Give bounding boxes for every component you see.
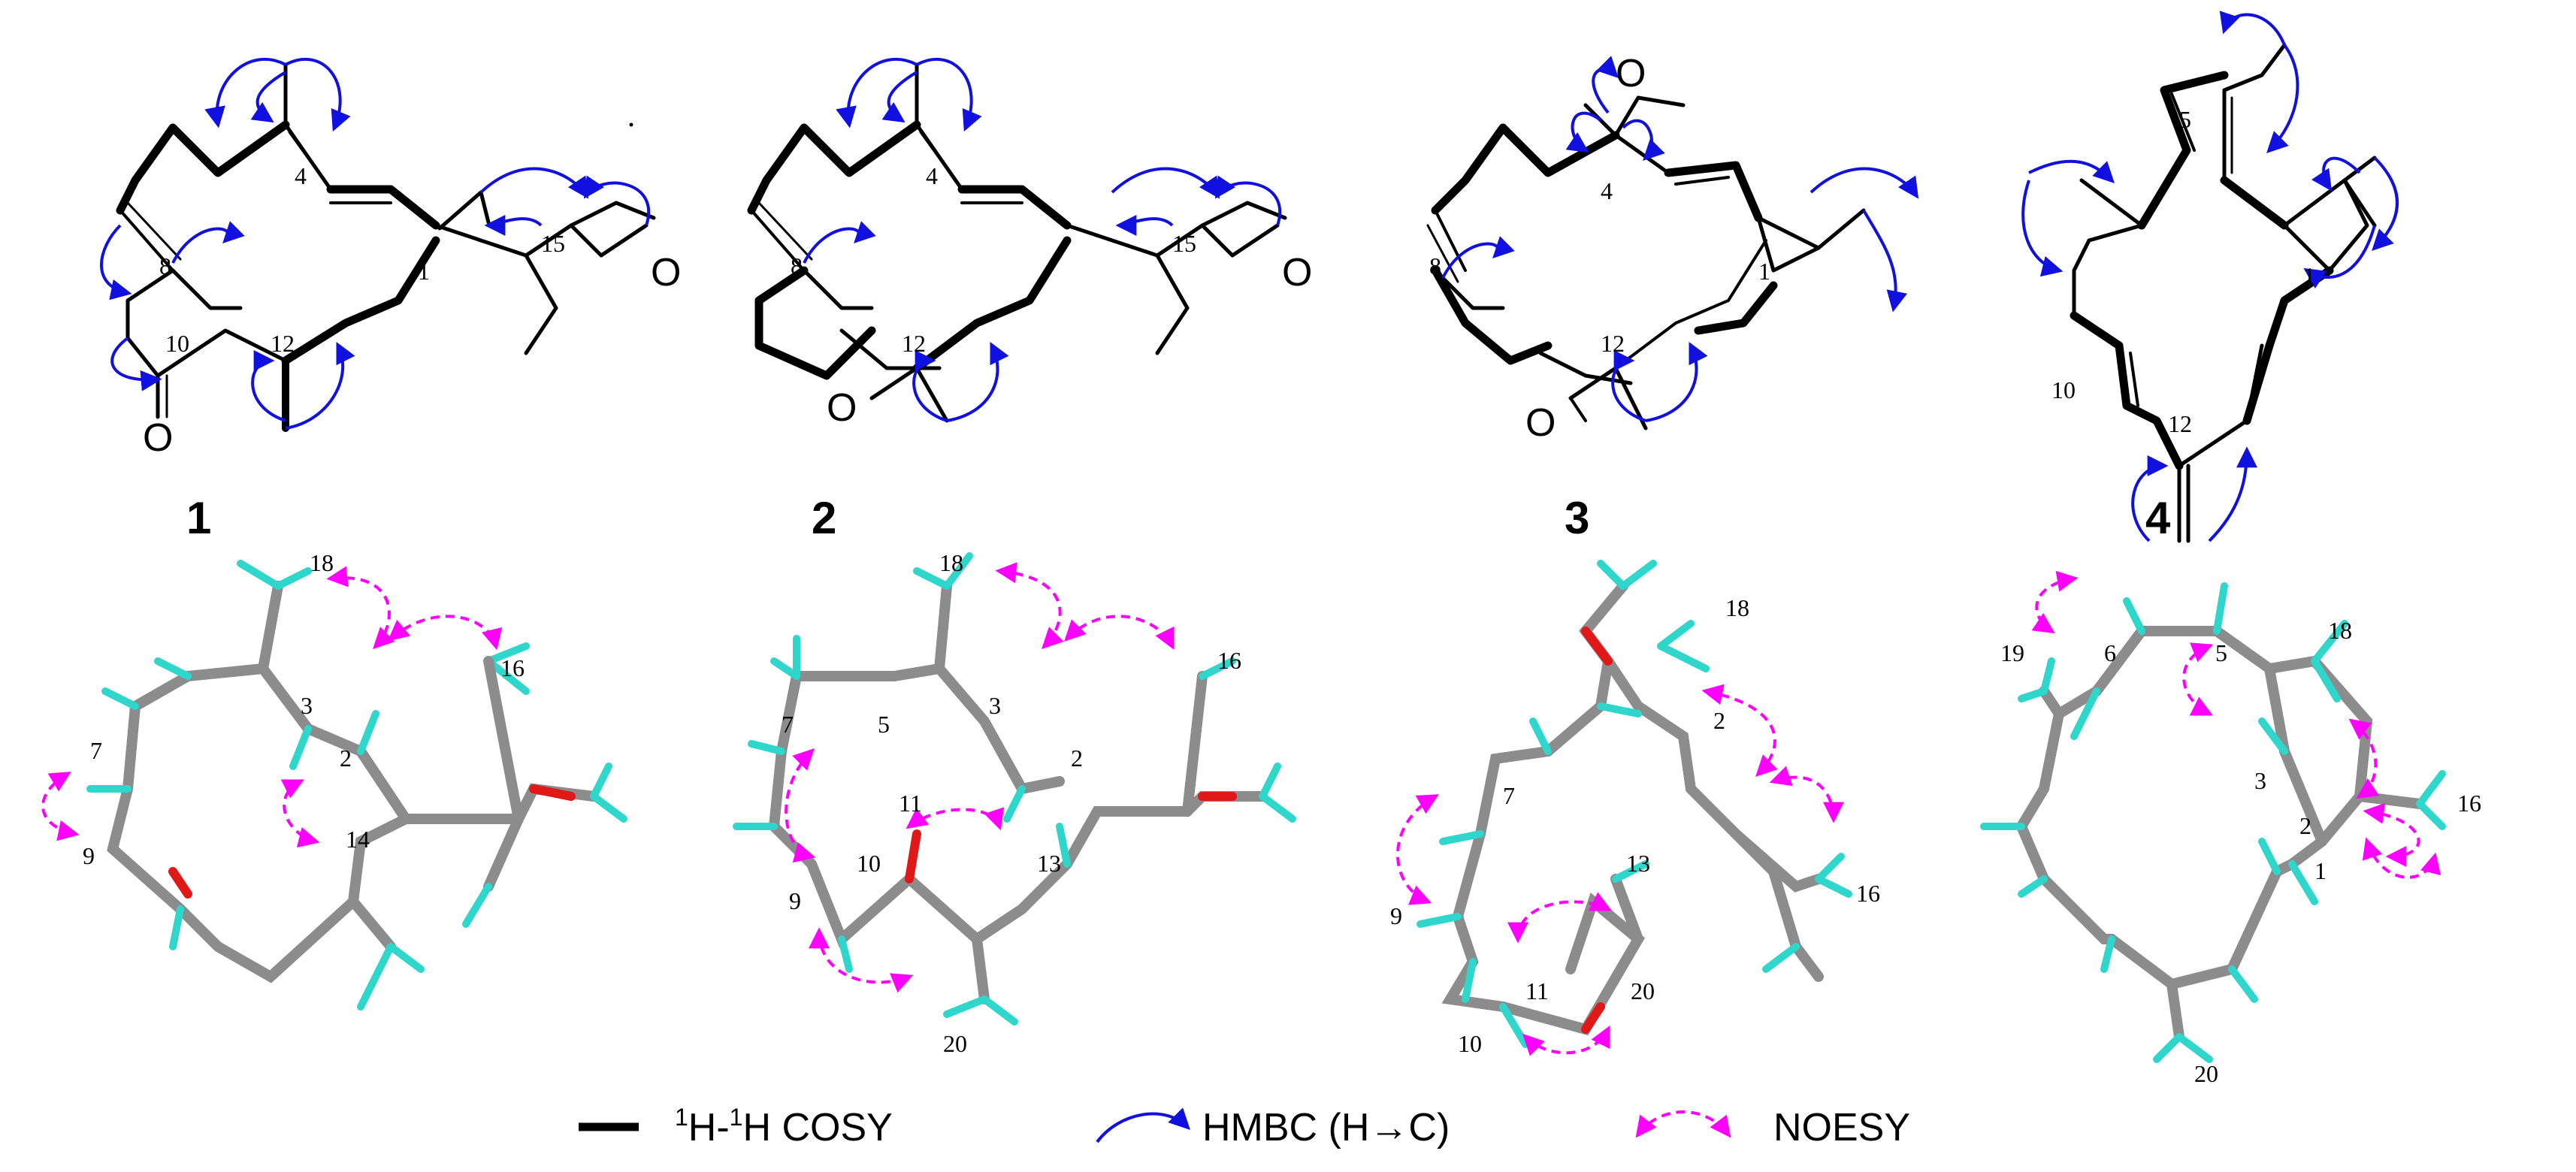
atom-label: 18 [310, 549, 334, 576]
atom-label: 20 [1631, 977, 1655, 1004]
model-3-atom-labels: 18 2 7 13 9 11 20 10 16 [1390, 594, 1880, 1057]
atom-label: 9 [83, 842, 95, 869]
hmbc-legend-label: HMBC (H→C) [1202, 1106, 1450, 1149]
atom-label: 13 [1626, 850, 1650, 877]
atom-label: 16 [1217, 647, 1241, 674]
model-4 [1980, 582, 2446, 1063]
atom-label: 15 [1172, 230, 1196, 257]
model-4-noesy [2031, 570, 2441, 879]
noesy-legend-label: NOESY [1773, 1106, 1910, 1149]
atom-label: 1 [2314, 857, 2327, 884]
atom-label: 14 [346, 826, 370, 853]
compound-number: 1 [186, 493, 211, 543]
compound-2-atom-labels: 4 8 12 15 O O [791, 162, 1312, 430]
compound-number: 2 [812, 493, 836, 543]
compound-1-atom-labels: 4 8 10 12 1 15 O O [143, 162, 681, 460]
atom-label: 1 [418, 258, 430, 285]
atom-label: 8 [1429, 252, 1441, 279]
atom-label: 4 [1601, 177, 1613, 204]
compound-1-structure [116, 62, 656, 432]
atom-label: 12 [2168, 410, 2192, 437]
model-2 [733, 552, 1296, 1026]
atom-label: 8 [791, 252, 803, 279]
atom-label: 5 [2215, 639, 2227, 666]
atom-label: 2 [340, 745, 352, 772]
atom-label: 10 [165, 330, 189, 357]
atom-label: 5 [2179, 106, 2191, 133]
atom-label: 2 [1713, 707, 1725, 734]
compound-3-hmbc [1441, 56, 1919, 422]
atom-label: 10 [2051, 376, 2076, 403]
atom-label: 15 [541, 230, 565, 257]
atom-label: 11 [899, 790, 922, 817]
atom-label: 12 [271, 330, 295, 357]
atom-label: 20 [943, 1030, 967, 1057]
atom-label: 3 [989, 692, 1001, 719]
compound-1-hmbc [100, 58, 650, 430]
atom-label: 12 [902, 330, 926, 357]
legend: 1H-1H COSY HMBC (H→C) NOESY [579, 1104, 1910, 1149]
compound-3-atom-labels: 4 8 12 1 O O [1429, 52, 1770, 445]
model-2-atom-labels: 18 16 5 3 2 7 11 9 10 13 20 [782, 549, 1241, 1057]
atom-label: 9 [789, 887, 801, 914]
atom-label: 1 [1758, 258, 1770, 285]
compound-2-structure [629, 62, 1287, 423]
atom-label: 2 [2299, 812, 2311, 839]
atom-label: 11 [1525, 977, 1549, 1004]
atom-label: 16 [500, 654, 525, 681]
noesy-legend-arrow [1635, 1110, 1731, 1138]
atom-label: 18 [2328, 617, 2352, 644]
hetero-atom: O [1525, 401, 1556, 445]
atom-label: 1 [2303, 262, 2315, 289]
compound-number: 4 [2145, 493, 2171, 543]
compound-2-hmbc [803, 58, 1281, 422]
atom-label: 10 [1458, 1030, 1482, 1057]
compound-number: 3 [1565, 493, 1589, 543]
model-3-noesy [1396, 684, 1844, 1056]
atom-label: 4 [926, 162, 938, 189]
hetero-atom: O [143, 416, 173, 460]
compound-3-structure [1426, 95, 1866, 430]
atom-label: 7 [90, 737, 102, 764]
model-1 [86, 560, 627, 1010]
atom-label: 16 [1856, 880, 1880, 907]
compound-4-atom-labels: 5 1 10 12 [2051, 106, 2315, 437]
compound-4-hmbc [2021, 11, 2399, 542]
atom-label: 12 [1601, 330, 1625, 357]
atom-label: 7 [782, 711, 794, 738]
model-2-noesy [785, 562, 1175, 993]
hmbc-legend-arrow [1096, 1107, 1190, 1143]
model-4-atom-labels: 18 19 6 5 3 2 1 16 20 [2000, 617, 2481, 1087]
cosy-legend-label: 1H-1H COSY [675, 1104, 893, 1149]
hetero-atom: O [827, 386, 857, 430]
hetero-atom: O [651, 251, 681, 295]
atom-label: 8 [159, 252, 171, 279]
model-1-atom-labels: 18 16 3 2 7 9 14 [83, 549, 525, 869]
atom-label: 9 [1390, 902, 1402, 929]
hetero-atom: O [1282, 251, 1312, 295]
atom-label: 20 [2194, 1060, 2218, 1087]
hetero-atom: O [1616, 52, 1646, 95]
atom-label: 19 [2000, 639, 2024, 666]
atom-label: 5 [878, 711, 890, 738]
model-1-noesy [41, 566, 503, 848]
atom-label: 7 [1503, 782, 1515, 809]
atom-label: 6 [2104, 639, 2116, 666]
atom-label: 10 [857, 850, 881, 877]
atom-label: 3 [2254, 767, 2266, 794]
atom-label: 2 [1071, 745, 1083, 772]
compound-4-structure [2070, 43, 2377, 543]
atom-label: 18 [1725, 594, 1749, 621]
atom-label: 3 [301, 692, 313, 719]
atom-label: 13 [1037, 850, 1061, 877]
atom-label: 18 [939, 549, 963, 576]
atom-label: 4 [295, 162, 307, 189]
model-3 [1416, 560, 1852, 1048]
atom-label: 16 [2457, 790, 2481, 817]
